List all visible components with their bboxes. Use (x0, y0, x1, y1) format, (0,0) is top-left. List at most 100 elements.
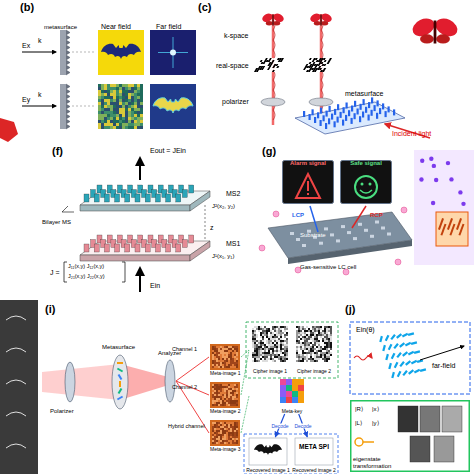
panel-letter: (b) (20, 2, 34, 13)
noise-pixel (128, 111, 131, 114)
noise-pixel (134, 117, 137, 120)
noise-pixel (113, 126, 116, 129)
meta-atom (182, 240, 187, 248)
noise-pixel (214, 398, 216, 400)
node-text: Meta-key (282, 409, 303, 414)
noise-pixel (284, 342, 286, 344)
warning-triangle (296, 174, 320, 198)
noise-pixel (298, 334, 300, 336)
key-icon (355, 438, 363, 446)
noise-pixel (232, 362, 234, 364)
noise-pixel (254, 360, 256, 362)
noise-pixel (286, 348, 288, 350)
noise-pixel (220, 438, 222, 440)
noise-pixel (214, 386, 216, 388)
noise-pixel (222, 364, 224, 366)
noise-pixel (302, 336, 304, 338)
noise-pixel (264, 358, 266, 360)
noise-pixel (226, 402, 228, 404)
noise-pixel (316, 342, 318, 344)
noise-pixel (212, 348, 214, 350)
noise-pixel (116, 123, 119, 126)
noise-pixel (258, 348, 260, 350)
noise-pixel (324, 356, 326, 358)
noise-pixel (266, 336, 268, 338)
noise-pixel (300, 340, 302, 342)
noise-pixel (324, 358, 326, 360)
nanopillar (337, 104, 339, 110)
noise-pixel (110, 126, 113, 129)
noise-pixel (304, 358, 306, 360)
noise-pixel (323, 68, 326, 70)
meta-image (210, 382, 240, 408)
nanopillar (326, 111, 328, 117)
noise-pixel (254, 328, 256, 330)
noise-pixel (254, 348, 256, 350)
noise-pixel (274, 356, 276, 358)
noise-pixel (228, 394, 230, 396)
noise-pixel (232, 442, 234, 444)
noise-pixel (222, 384, 224, 386)
noise-pixel (234, 424, 236, 426)
noise-pixel (119, 90, 122, 93)
noise-pixel (119, 120, 122, 123)
noise-pixel (110, 108, 113, 111)
noise-pixel (222, 354, 224, 356)
noise-pixel (113, 105, 116, 108)
noise-pixel (236, 438, 238, 440)
noise-pixel (228, 402, 230, 404)
noise-pixel (218, 436, 220, 438)
noise-pixel (329, 58, 332, 60)
noise-pixel (314, 354, 316, 356)
noise-pixel (137, 108, 140, 111)
nanopillar (405, 360, 411, 365)
noise-pixel (330, 352, 332, 354)
noise-pixel (264, 330, 266, 332)
noise-pixel (266, 354, 268, 356)
noise-pixel (228, 396, 230, 398)
noise-pixel (234, 428, 236, 430)
noise-pixel (230, 358, 232, 360)
noise-pixel (268, 348, 270, 350)
noise-pixel (258, 346, 260, 348)
noise-pixel (228, 404, 230, 406)
noise-pixel (214, 350, 216, 352)
noise-pixel (222, 362, 224, 364)
noise-pixel (220, 352, 222, 354)
noise-pixel (276, 360, 278, 362)
hologram-pattern (254, 58, 284, 72)
noise-pixel (320, 356, 322, 358)
noise-pixel (104, 87, 107, 90)
noise-pixel (258, 358, 260, 360)
nanopillar (334, 109, 336, 115)
noise-pixel (107, 105, 110, 108)
noise-pixel (286, 330, 288, 332)
noise-pixel (300, 334, 302, 336)
noise-pixel (320, 350, 322, 352)
gas-molecule (431, 201, 435, 205)
noise-pixel (312, 326, 314, 328)
noise-pixel (318, 346, 320, 348)
nanopillar (371, 97, 373, 103)
noise-pixel (280, 332, 282, 334)
nanopillar (354, 113, 356, 119)
noise-pixel (228, 358, 230, 360)
noise-pixel (310, 336, 312, 338)
noise-pixel (272, 348, 274, 350)
noise-pixel (224, 384, 226, 386)
noise-pixel (316, 356, 318, 358)
body (272, 15, 273, 26)
noise-pixel (232, 440, 234, 442)
noise-pixel (328, 334, 330, 336)
noise-pixel (122, 102, 125, 105)
noise-pixel (232, 400, 234, 402)
noise-pixel (252, 328, 254, 330)
noise-pixel (131, 105, 134, 108)
noise-pixel (310, 346, 312, 348)
noise-pixel (306, 326, 308, 328)
noise-pixel (300, 350, 302, 352)
nanopillar (382, 345, 386, 351)
noise-pixel (137, 114, 140, 117)
noise-pixel (284, 360, 286, 362)
noise-pixel (140, 126, 143, 129)
